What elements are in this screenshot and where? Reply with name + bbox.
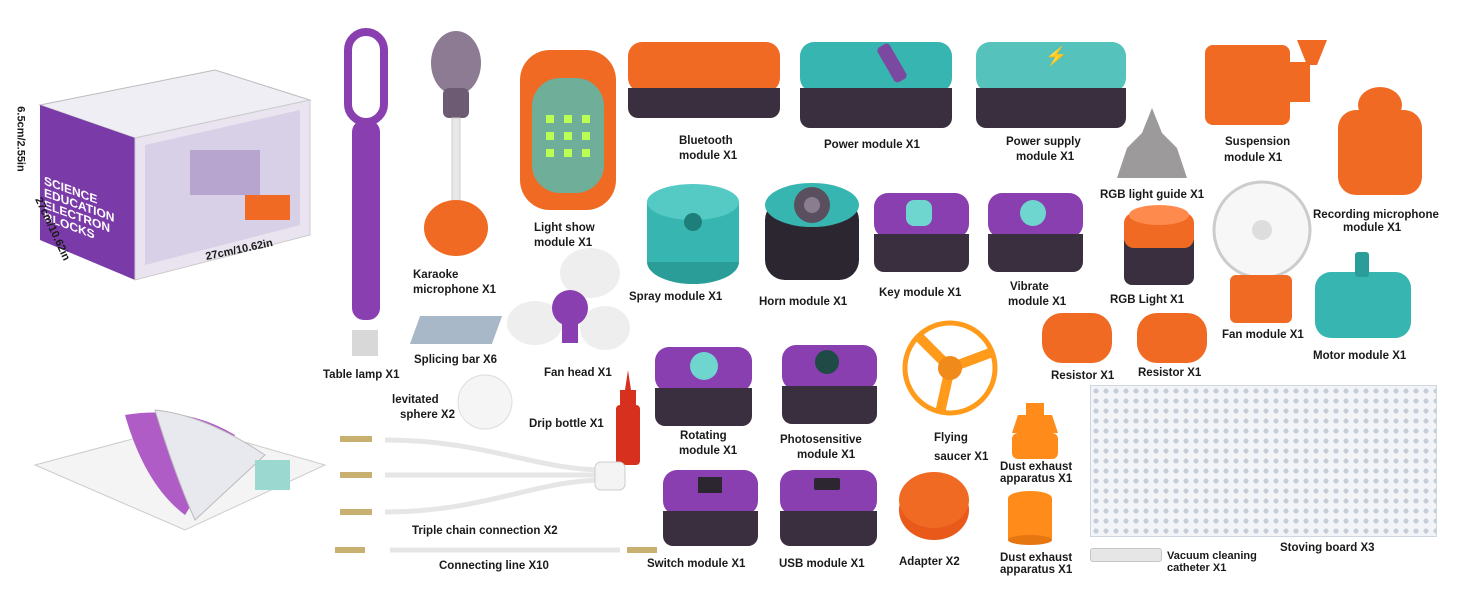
- label-connecting-line: Connecting line X10: [439, 560, 549, 572]
- label-levitated-2: sphere X2: [400, 409, 455, 421]
- product-box: SCIENCE EDUCATION ELECTRON BLOCKS: [30, 60, 312, 290]
- label-dust1-1: Dust exhaust: [1000, 461, 1073, 473]
- photosensitive-module-base: [782, 386, 877, 424]
- label-levitated-1: levitated: [392, 394, 439, 406]
- label-recording-2: module X1: [1343, 222, 1402, 234]
- label-dust1-2: apparatus X1: [1000, 473, 1073, 485]
- vibrate-module-base: [988, 234, 1083, 272]
- label-resistor-2: Resistor X1: [1138, 367, 1202, 379]
- power-module: [800, 42, 952, 92]
- suspension-module-illustration: [1205, 40, 1327, 125]
- vacuum-catheter: [1090, 548, 1162, 562]
- label-dust2-2: apparatus X1: [1000, 564, 1073, 576]
- label-photo-2: module X1: [797, 449, 856, 461]
- label-flying-2: saucer X1: [934, 451, 989, 463]
- label-rotating-1: Rotating: [680, 430, 727, 442]
- spray-module-illustration: [647, 184, 739, 284]
- label-bluetooth-1: Bluetooth: [679, 135, 733, 147]
- power-supply-module-base: [976, 88, 1126, 128]
- label-fan-head: Fan head X1: [544, 367, 612, 379]
- rotating-module-base: [655, 388, 752, 426]
- box-height-label: 6.5cm/2.55in: [14, 106, 27, 172]
- label-table-lamp: Table lamp X1: [323, 369, 400, 381]
- karaoke-mic-illustration: [424, 31, 488, 256]
- photosensor: [815, 350, 839, 374]
- label-vacuum-1: Vacuum cleaning: [1167, 550, 1257, 562]
- adapter-illustration: [899, 472, 969, 540]
- vibrate-button: [1020, 200, 1046, 226]
- light-show-illustration: [520, 50, 616, 210]
- switch-slider: [698, 477, 722, 493]
- usb-port: [814, 478, 840, 490]
- rgb-light-illustration: [1124, 205, 1194, 285]
- label-recording-1: Recording microphone: [1313, 209, 1439, 221]
- label-photo-1: Photosensitive: [780, 434, 862, 446]
- label-flying-1: Flying: [934, 432, 968, 444]
- resistor-2: [1137, 313, 1207, 363]
- usb-module-base: [780, 511, 877, 546]
- label-resistor-1: Resistor X1: [1051, 370, 1115, 382]
- dust-exhaust-2-illustration: [1008, 491, 1052, 545]
- motor-module-illustration: [1315, 252, 1411, 338]
- table-lamp-illustration: [344, 28, 388, 356]
- label-light-show-1: Light show: [534, 222, 595, 234]
- crank-icon: [877, 43, 907, 83]
- label-suspension-2: module X1: [1224, 152, 1283, 164]
- label-spray: Spray module X1: [629, 291, 723, 303]
- label-rotating-2: module X1: [679, 445, 738, 457]
- label-vacuum-2: catheter X1: [1167, 562, 1227, 574]
- label-bluetooth-2: module X1: [679, 150, 738, 162]
- stoving-board: [1090, 385, 1437, 537]
- power-supply-module: [976, 42, 1126, 92]
- bluetooth-module: [628, 42, 780, 92]
- label-rgb-light: RGB Light X1: [1110, 294, 1185, 306]
- instruction-manual: [33, 395, 327, 535]
- lightning-icon: ⚡: [1045, 46, 1068, 66]
- label-dust2-1: Dust exhaust: [1000, 552, 1073, 564]
- dust-exhaust-1-illustration: [1012, 403, 1058, 459]
- recording-mic-illustration: [1338, 87, 1422, 195]
- label-usb: USB module X1: [779, 558, 865, 570]
- label-stoving: Stoving board X3: [1280, 542, 1375, 554]
- label-power-module: Power module X1: [824, 139, 920, 151]
- splicing-bar: [409, 316, 503, 344]
- rotating-knob: [690, 352, 718, 380]
- label-switch: Switch module X1: [647, 558, 746, 570]
- label-power-supply-2: module X1: [1016, 151, 1075, 163]
- label-rgb-guide: RGB light guide X1: [1100, 189, 1205, 201]
- label-fan-module: Fan module X1: [1222, 329, 1304, 341]
- key-button: [906, 200, 932, 226]
- label-triple-chain: Triple chain connection X2: [412, 525, 558, 537]
- fan-head-illustration: [507, 248, 630, 350]
- product-box-illustration: [38, 69, 312, 281]
- label-splicing-bar: Splicing bar X6: [414, 354, 498, 366]
- label-power-supply-1: Power supply: [1006, 136, 1081, 148]
- fan-module-illustration: [1212, 180, 1312, 323]
- switch-module-base: [663, 511, 758, 546]
- rgb-light-guide-illustration: [1117, 108, 1187, 178]
- power-module-base: [800, 88, 952, 128]
- label-vibrate-1: Vibrate: [1010, 281, 1049, 293]
- label-motor-module: Motor module X1: [1313, 350, 1407, 362]
- label-adapter: Adapter X2: [899, 556, 960, 568]
- usb-module: [780, 470, 877, 515]
- label-drip-bottle: Drip bottle X1: [529, 418, 604, 430]
- resistor-1: [1042, 313, 1112, 363]
- manual-illustration: [33, 409, 327, 531]
- label-key: Key module X1: [879, 287, 962, 299]
- label-karaoke-1: Karaoke: [413, 269, 459, 281]
- levitated-sphere-illustration: [457, 374, 513, 430]
- cables-illustration: [335, 436, 657, 553]
- label-suspension-1: Suspension: [1225, 136, 1291, 148]
- label-light-show-2: module X1: [534, 237, 593, 249]
- label-karaoke-2: microphone X1: [413, 284, 497, 296]
- label-vibrate-2: module X1: [1008, 296, 1067, 308]
- drip-bottle-illustration: [616, 370, 640, 465]
- label-horn: Horn module X1: [759, 296, 848, 308]
- bluetooth-module-base: [628, 88, 780, 118]
- key-module-base: [874, 234, 969, 272]
- horn-module-illustration: [765, 183, 859, 280]
- flying-saucer-illustration: [902, 320, 998, 416]
